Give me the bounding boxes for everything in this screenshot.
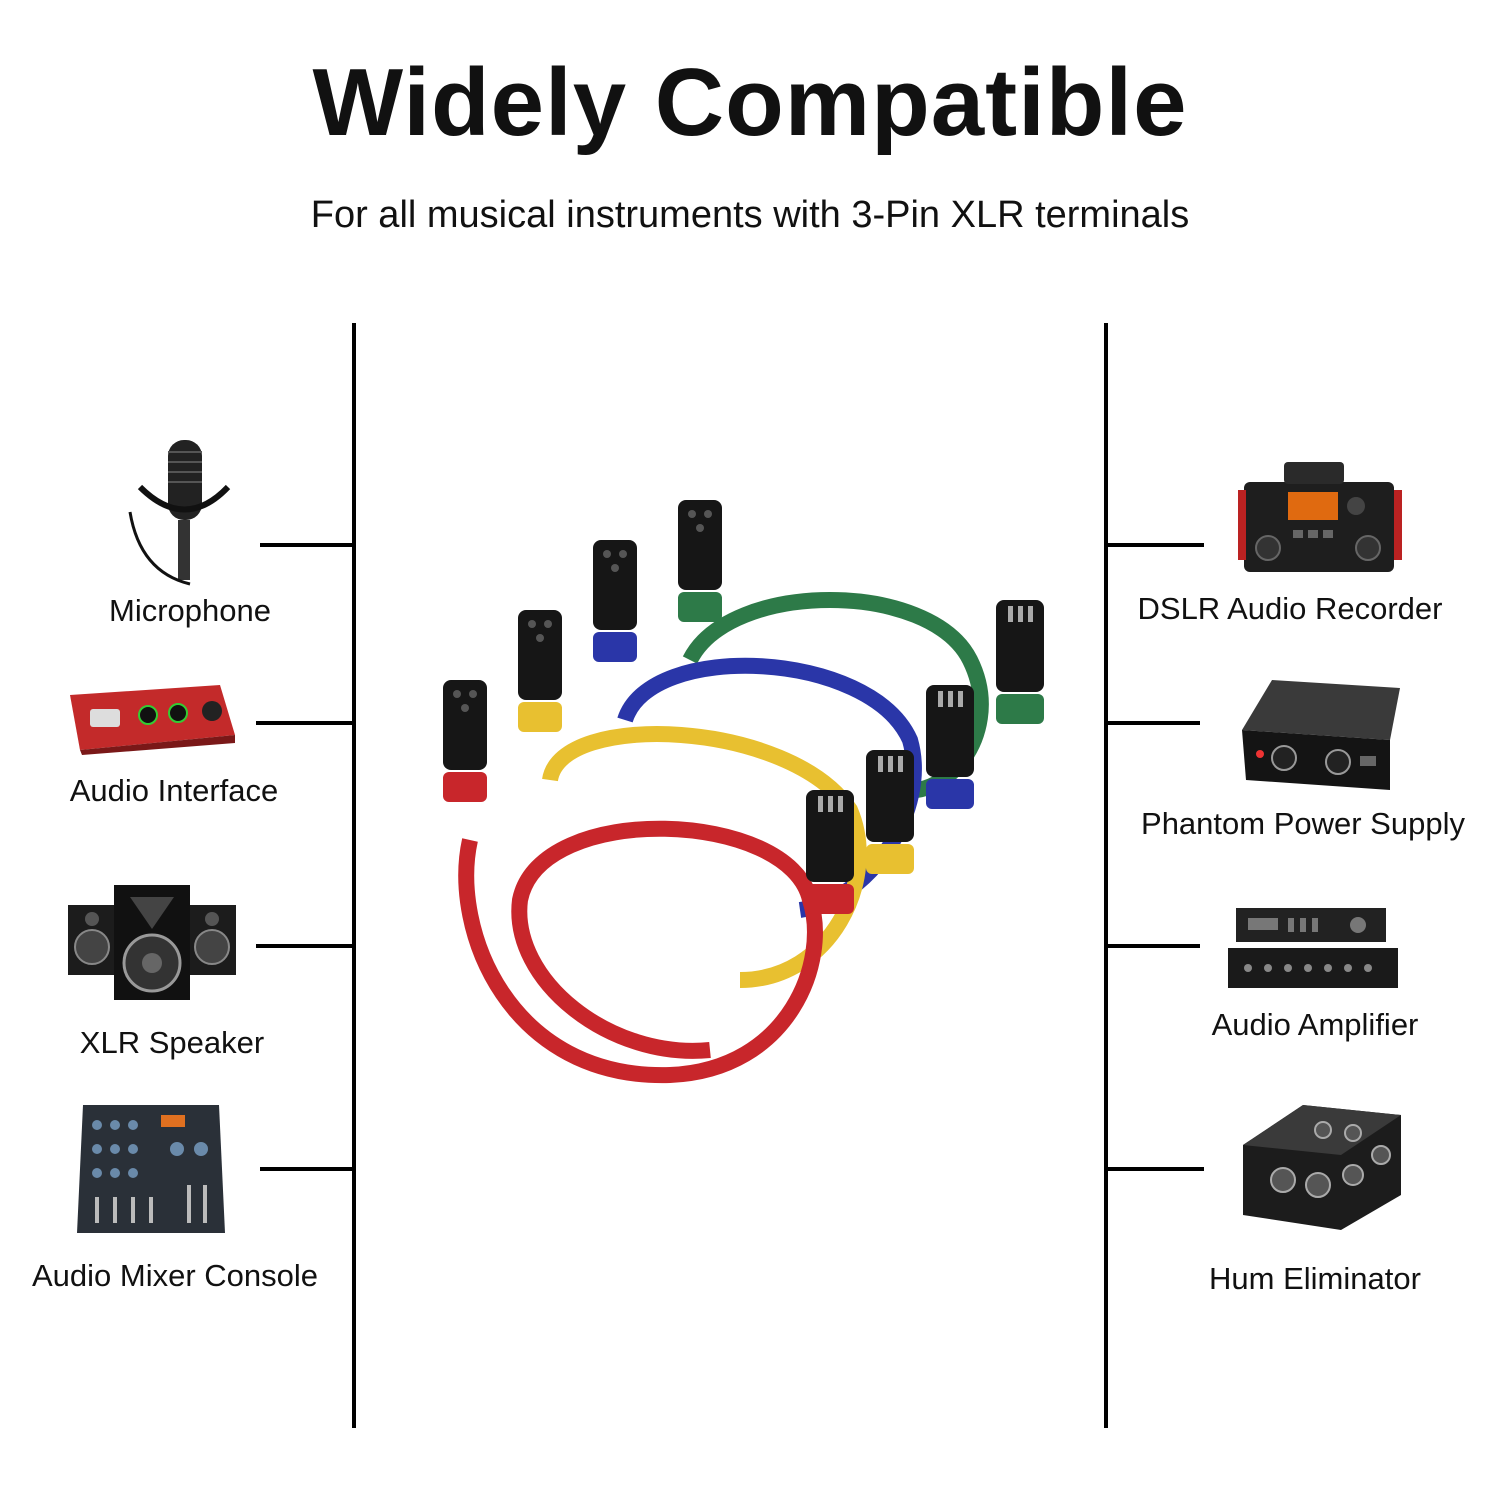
hum-eliminator-icon bbox=[1243, 1105, 1401, 1235]
device-label-speaker: XLR Speaker bbox=[79, 1025, 265, 1060]
microphone-icon bbox=[120, 432, 240, 597]
yellow-male-connector bbox=[866, 750, 914, 842]
red-cable bbox=[443, 680, 854, 1084]
device-label-audio-interface: Audio Interface bbox=[69, 773, 279, 808]
left-connector-speaker bbox=[256, 944, 354, 948]
page-subtitle: For all musical instruments with 3-Pin X… bbox=[310, 194, 1190, 236]
right-connector-phantom bbox=[1106, 721, 1200, 725]
red-female-connector bbox=[443, 680, 487, 770]
speaker-icon bbox=[68, 885, 236, 1005]
blue-female-connector bbox=[593, 540, 637, 630]
device-label-audio-recorder: DSLR Audio Recorder bbox=[1137, 591, 1443, 626]
device-label-mixer-console: Audio Mixer Console bbox=[31, 1258, 319, 1293]
right-bracket-line bbox=[1104, 323, 1108, 1428]
right-connector-recorder bbox=[1106, 543, 1204, 547]
device-label-hum-eliminator: Hum Eliminator bbox=[1209, 1261, 1421, 1296]
device-label-amplifier: Audio Amplifier bbox=[1211, 1007, 1419, 1042]
device-label-microphone: Microphone bbox=[109, 593, 271, 628]
left-connector-audio-interface bbox=[256, 721, 354, 725]
left-bracket-line bbox=[352, 323, 356, 1428]
audio-recorder-icon bbox=[1238, 462, 1403, 579]
yellow-female-connector bbox=[518, 610, 562, 700]
device-label-phantom-power: Phantom Power Supply bbox=[1141, 806, 1465, 841]
amplifier-icon bbox=[1228, 908, 1398, 993]
phantom-power-icon bbox=[1242, 680, 1400, 795]
page-title: Widely Compatible bbox=[312, 49, 1188, 156]
right-connector-hum bbox=[1106, 1167, 1204, 1171]
red-male-connector bbox=[806, 790, 854, 882]
left-connector-mixer bbox=[260, 1167, 354, 1171]
blue-male-connector bbox=[926, 685, 974, 777]
green-male-connector bbox=[996, 600, 1044, 692]
right-connector-amplifier bbox=[1106, 944, 1200, 948]
green-female-connector bbox=[678, 500, 722, 590]
left-connector-microphone bbox=[260, 543, 354, 547]
audio-interface-icon bbox=[70, 685, 235, 760]
mixer-console-icon bbox=[77, 1105, 225, 1238]
xlr-cables-illustration bbox=[410, 480, 1080, 1105]
